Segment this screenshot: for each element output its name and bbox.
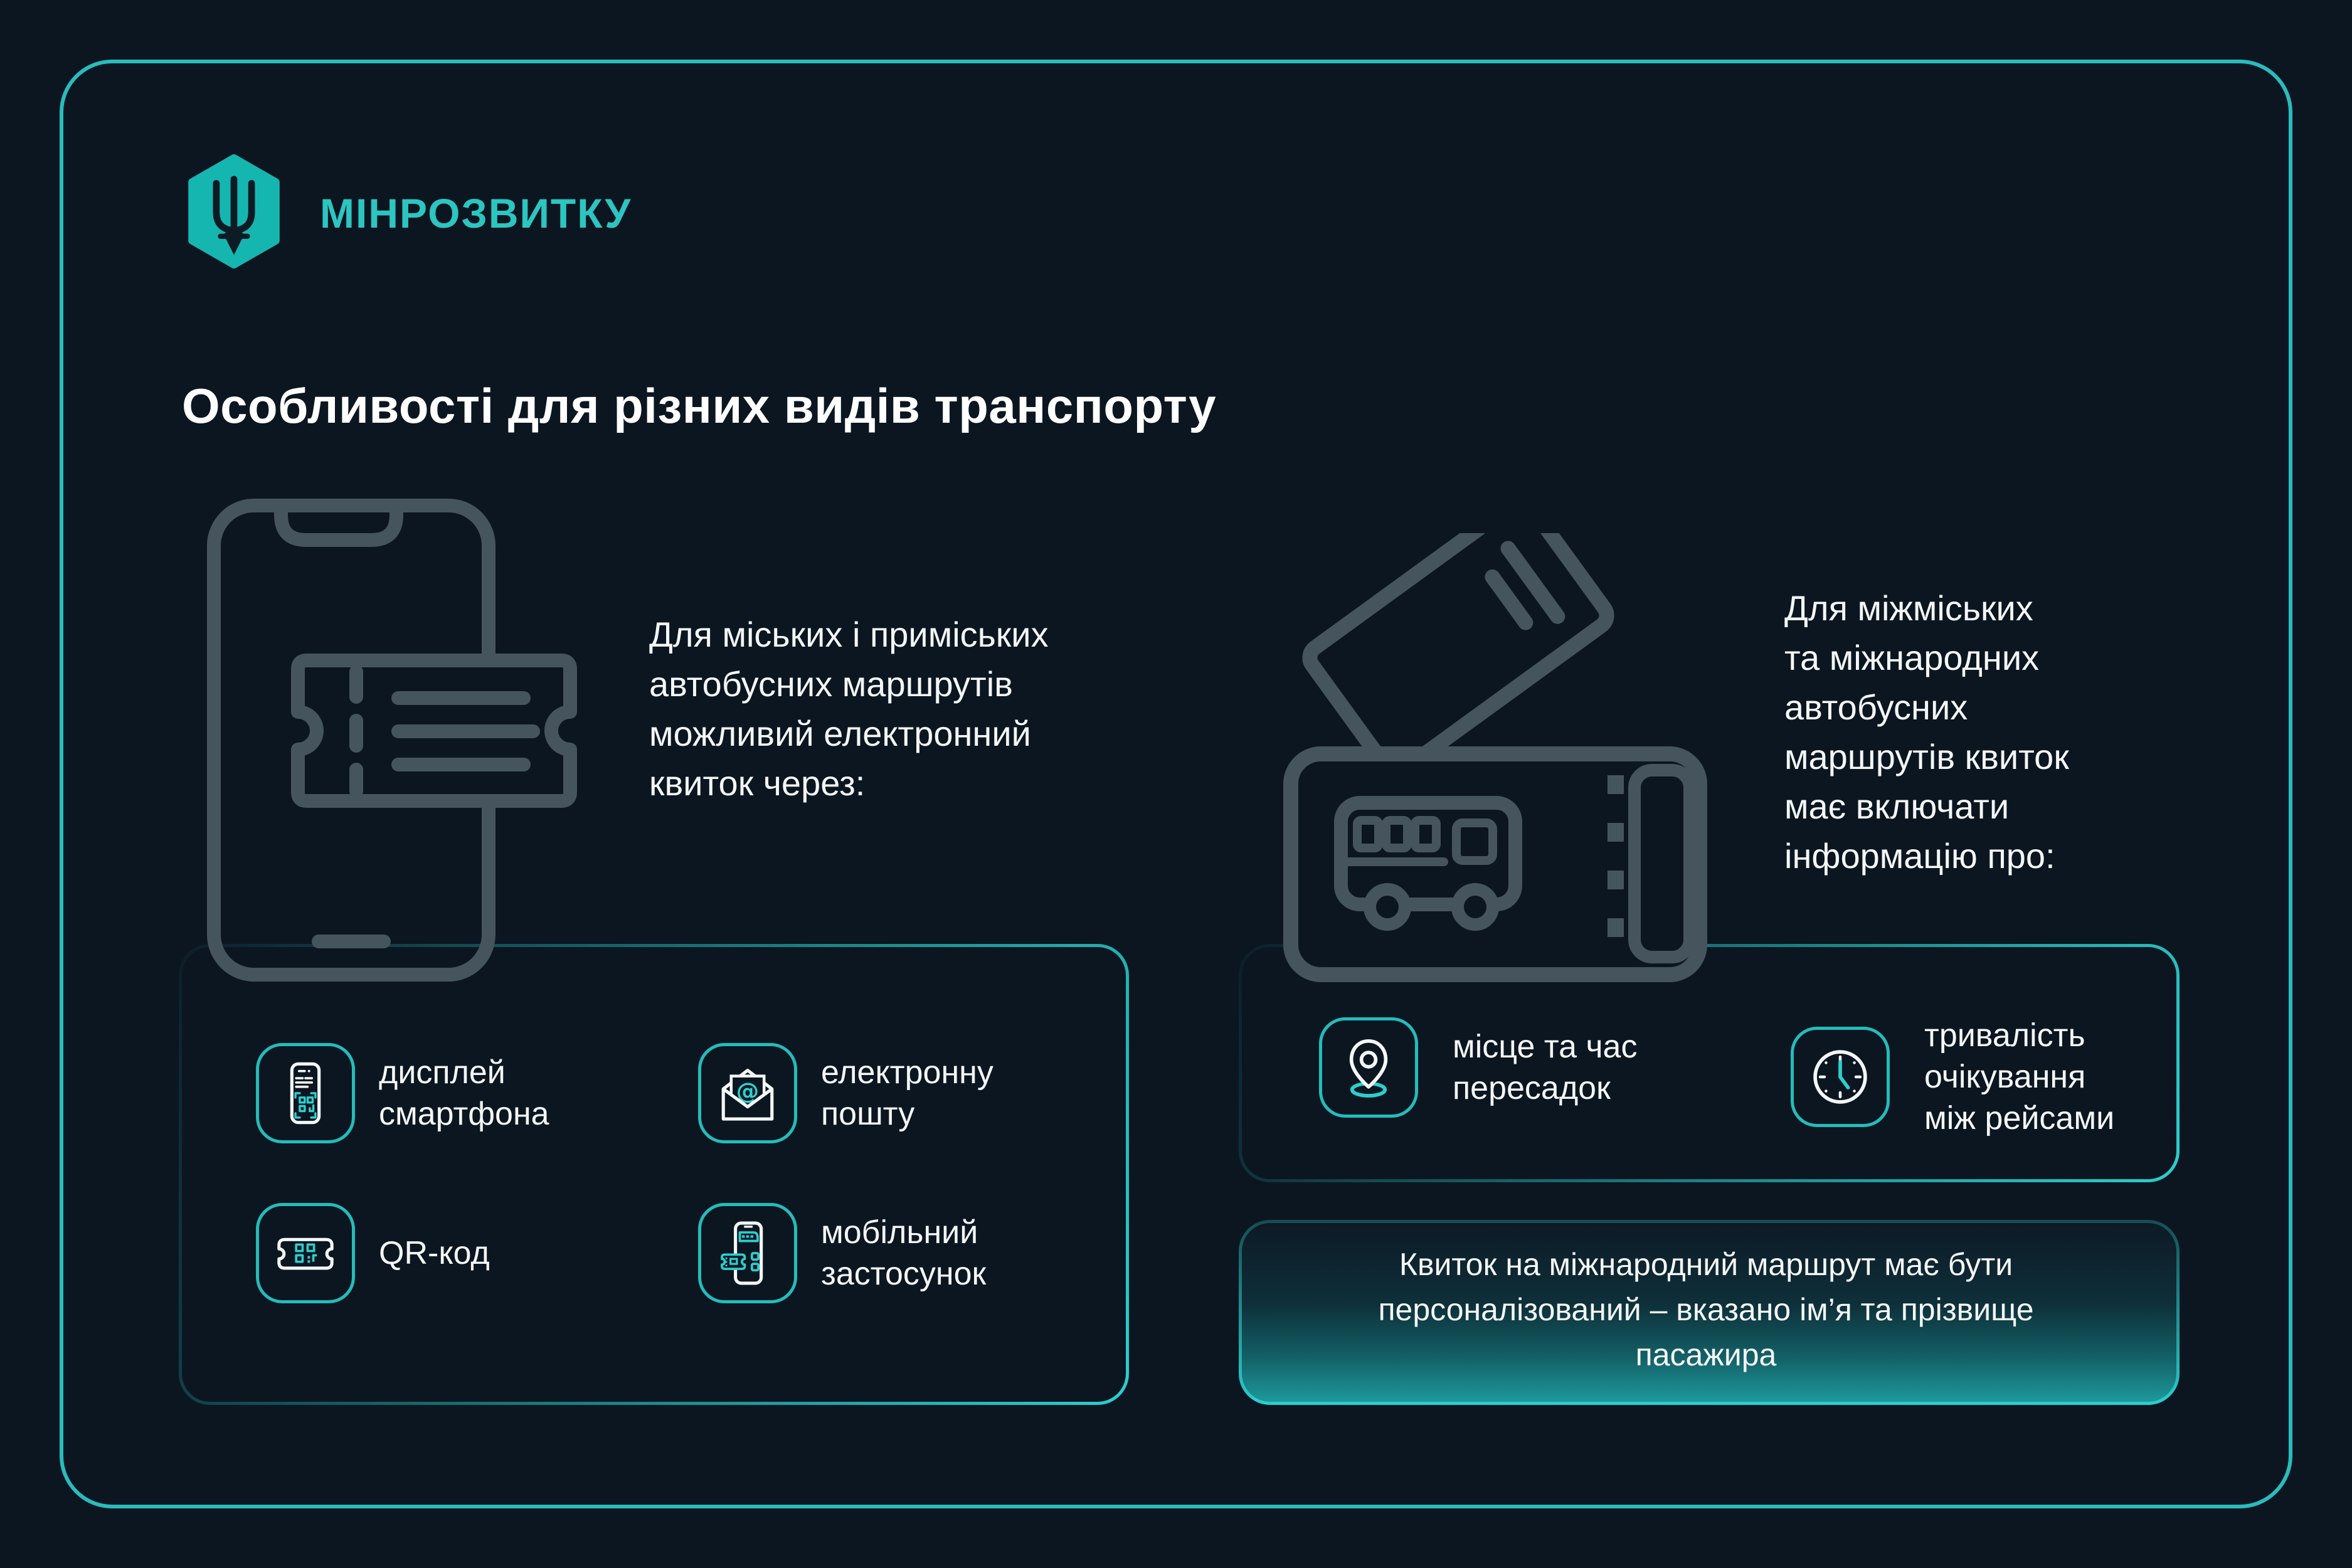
feature-qr-code: QR-код: [256, 1203, 490, 1303]
feature-smartphone-display: дисплей смартфона: [256, 1043, 549, 1143]
smartphone-with-ticket-icon: [207, 499, 577, 982]
clock-icon: [1813, 1050, 1867, 1104]
feature-label: дисплей смартфона: [379, 1054, 549, 1132]
eticket-options-panel: [179, 944, 1129, 1405]
icon-tile: @: [698, 1043, 797, 1143]
info-waiting-duration: тривалість очікування між рейсами: [1791, 1015, 2114, 1139]
email-icon: @: [721, 1068, 774, 1121]
feature-label: мобільний застосунок: [821, 1214, 987, 1292]
outer-frame-border: [60, 60, 2292, 1508]
icon-tile: [698, 1203, 797, 1303]
icon-tile: [1319, 1017, 1418, 1118]
qr-ticket-icon: [277, 1237, 334, 1270]
page-title: Особливості для різних видів транспорту: [182, 378, 1217, 433]
bus-tickets-icon: [1283, 533, 1707, 982]
location-pin-icon: [1349, 1039, 1388, 1098]
smartphone-display-icon: [290, 1062, 321, 1125]
icon-tile: [1791, 1027, 1890, 1127]
feature-email: @ електронну пошту: [698, 1043, 993, 1143]
ticket-info-panel: [1239, 944, 2180, 1182]
icon-tile: [256, 1043, 355, 1143]
trident-hexagon-icon: [188, 154, 280, 268]
mobile-app-icon: [721, 1221, 763, 1285]
brand-name: МІНРОЗВИТКУ: [320, 190, 632, 236]
feature-mobile-app: мобільний застосунок: [698, 1203, 986, 1303]
info-label: місце та час пересадок: [1453, 1029, 1638, 1106]
left-intro-text: Для міських і приміських автобусних марш…: [649, 615, 1049, 803]
info-transfer-place-time: місце та час пересадок: [1319, 1017, 1637, 1118]
personalization-note-panel: [1239, 1220, 2180, 1405]
personalization-note: Квиток на міжнародний маршрут має бути п…: [1378, 1246, 2034, 1372]
right-intro-text: Для міжміських та міжнародних автобусних…: [1784, 588, 2069, 876]
info-label: тривалість очікування між рейсами: [1924, 1017, 2115, 1136]
feature-label: QR-код: [379, 1235, 490, 1271]
feature-label: електронну пошту: [821, 1054, 993, 1132]
icon-tile: [256, 1203, 355, 1303]
